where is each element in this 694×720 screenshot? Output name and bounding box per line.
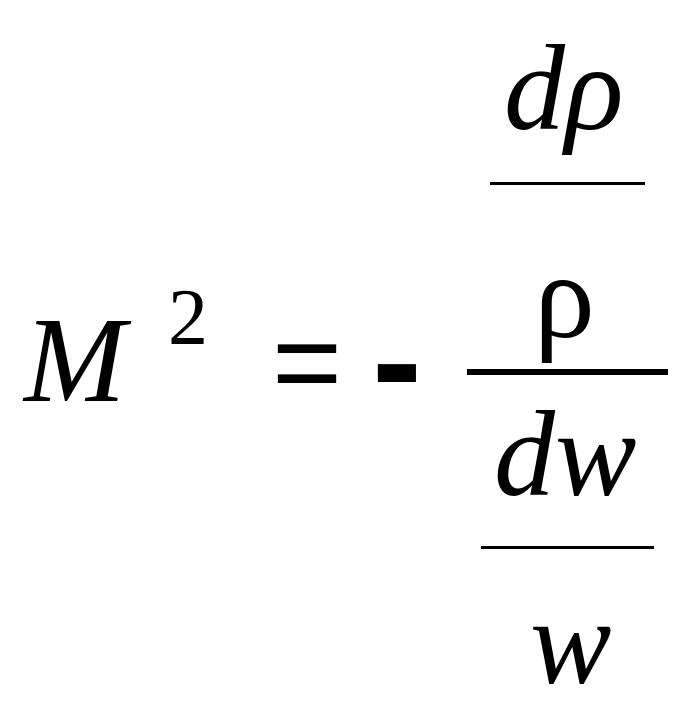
denominator-w: w: [530, 575, 612, 710]
numerator-dw: dw: [494, 387, 637, 522]
inner-fraction-bar-top: [490, 182, 645, 185]
exponent-two: 2: [168, 274, 208, 362]
main-fraction-bar: [467, 369, 668, 375]
minus-sign: -: [372, 276, 422, 444]
numerator-d-rho: dρ: [504, 21, 624, 156]
denominator-rho: ρ: [534, 229, 595, 364]
equals-sign: =: [272, 295, 343, 429]
variable-m: M: [24, 293, 126, 428]
inner-fraction-bar-bottom: [481, 546, 654, 549]
